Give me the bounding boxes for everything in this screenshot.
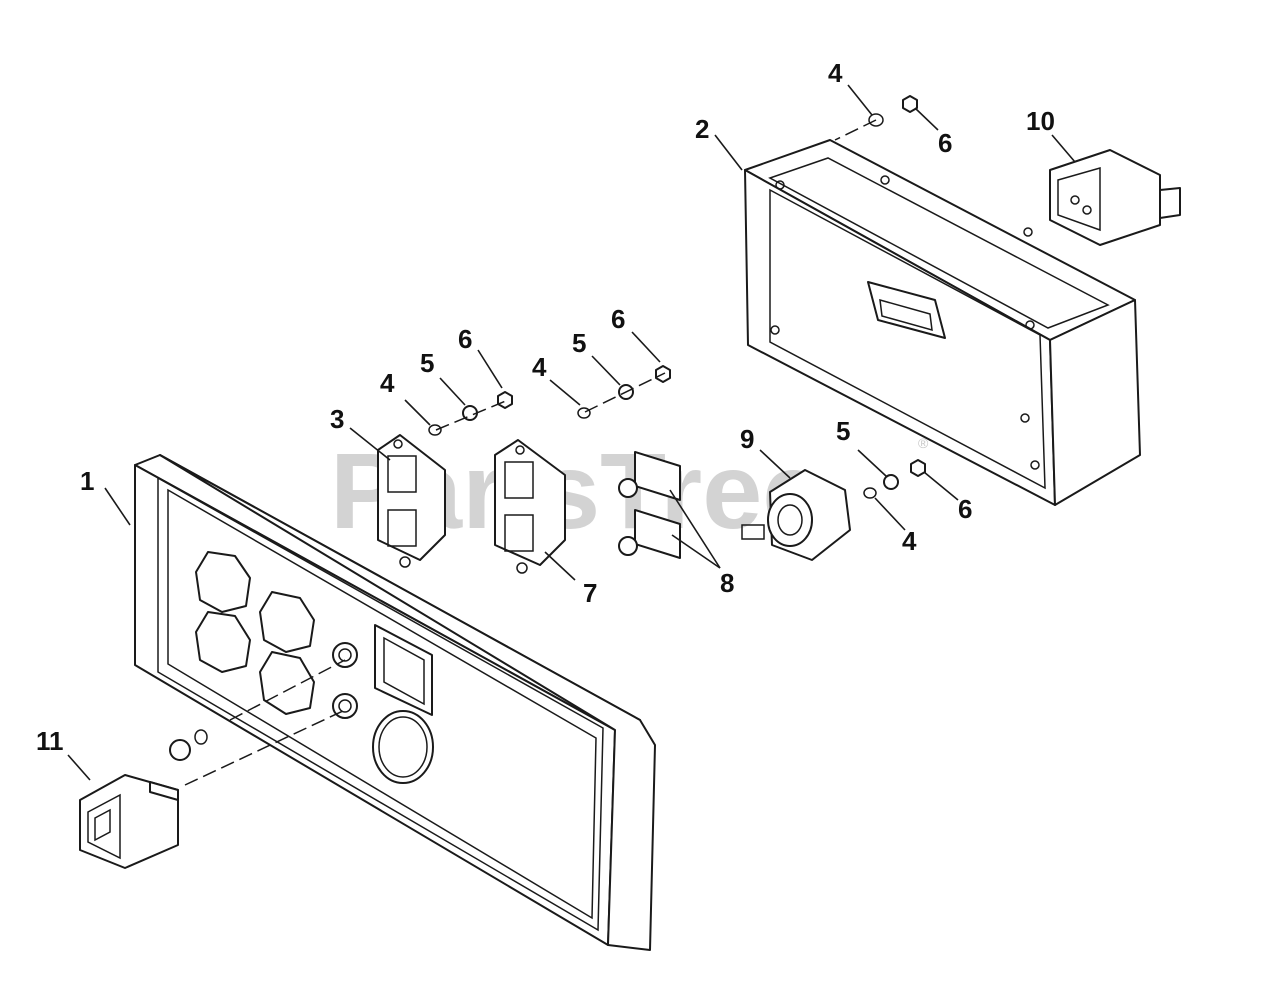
assembly-lines xyxy=(184,119,877,786)
callout-3: 3 xyxy=(330,404,344,434)
callout-5-b: 5 xyxy=(572,328,586,358)
callout-1: 1 xyxy=(80,466,94,496)
callout-10: 10 xyxy=(1026,106,1055,136)
callout-4-c: 4 xyxy=(828,58,843,88)
leader-lines xyxy=(67,84,1076,781)
callout-11: 11 xyxy=(36,726,64,756)
callout-4-d: 4 xyxy=(902,526,917,556)
callout-labels: 1 2 3 4 4 4 4 5 5 5 6 6 6 6 7 8 9 10 11 xyxy=(36,58,1055,756)
duplex-receptacle-part-7[interactable] xyxy=(494,439,566,574)
callout-5-a: 5 xyxy=(420,348,434,378)
hardware-washers-nuts xyxy=(169,95,926,761)
housing-box-part-2[interactable] xyxy=(744,139,1141,506)
callout-7: 7 xyxy=(583,578,597,608)
callout-6-d: 6 xyxy=(958,494,972,524)
callout-6-c: 6 xyxy=(938,128,952,158)
callout-9: 9 xyxy=(740,424,754,454)
callout-4-a: 4 xyxy=(380,368,395,398)
callout-6-a: 6 xyxy=(458,324,472,354)
callout-5-c: 5 xyxy=(836,416,850,446)
circuit-breakers-part-8[interactable] xyxy=(618,451,681,559)
watermark-trademark: ® xyxy=(918,435,929,451)
switch-part-10[interactable] xyxy=(1049,149,1181,246)
callout-6-b: 6 xyxy=(611,304,625,334)
callout-4-b: 4 xyxy=(532,352,547,382)
control-panel-part-1[interactable] xyxy=(134,454,656,951)
duplex-receptacle-part-3[interactable] xyxy=(377,434,446,568)
twist-lock-receptacle-part-9[interactable] xyxy=(741,469,851,561)
callout-8: 8 xyxy=(720,568,734,598)
rocker-switch-part-11[interactable] xyxy=(79,774,179,869)
callout-2: 2 xyxy=(695,114,709,144)
